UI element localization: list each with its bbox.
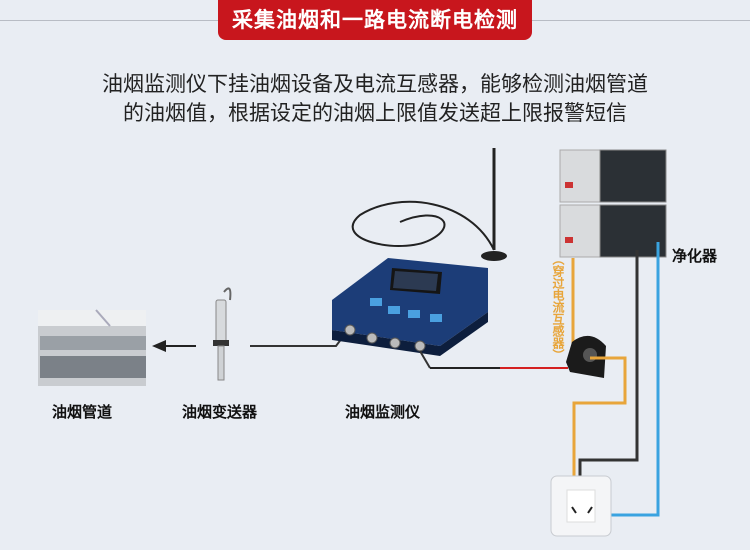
ct-note: （穿过电流互感器）: [551, 253, 565, 361]
transmitter-image: [213, 287, 232, 381]
black-wire: [578, 250, 639, 505]
blue-wire: [588, 242, 660, 517]
antenna-image: [351, 148, 507, 261]
banner-rule-right: [532, 20, 750, 21]
monitor-device-image: [332, 258, 488, 369]
description-line-2: 的油烟值，根据设定的油烟上限值发送超上限报警短信: [123, 101, 627, 125]
current-transformer-image: [566, 335, 625, 378]
arrow-left-icon: [152, 340, 196, 352]
banner-rule-left: [0, 20, 218, 21]
title-banner: 采集油烟和一路电流断电检测: [218, 0, 532, 40]
label-transmitter: 油烟变送器: [182, 403, 258, 421]
duct-image: [38, 309, 146, 386]
description-line-1: 油烟监测仪下挂油烟设备及电流互感器，能够检测油烟管道: [102, 72, 648, 96]
label-monitor: 油烟监测仪: [345, 403, 421, 421]
label-duct: 油烟管道: [52, 403, 113, 421]
socket-image: [550, 475, 612, 537]
label-purifier: 净化器: [672, 247, 718, 265]
purifier-image: [559, 149, 667, 258]
